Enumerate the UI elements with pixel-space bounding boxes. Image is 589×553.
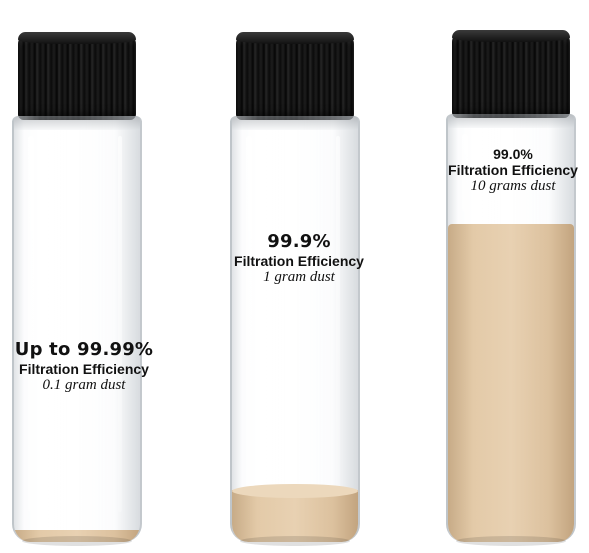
efficiency-label: Filtration Efficiency — [234, 252, 364, 269]
black-screw-cap — [452, 30, 570, 118]
vial-1-label: Up to 99.99% Filtration Efficiency 0.1 g… — [0, 339, 168, 394]
glass-vial-body — [230, 116, 360, 542]
dust-sample — [14, 530, 140, 542]
dust-amount: 1 gram dust — [263, 268, 335, 285]
vial-2-label: 99.9% Filtration Efficiency 1 gram dust — [224, 231, 374, 286]
dust-amount: 0.1 gram dust — [42, 376, 126, 393]
efficiency-value: 99.0% — [493, 146, 533, 162]
dust-sample — [448, 224, 574, 542]
glass-vial-body — [12, 116, 142, 542]
glass-vial-body — [446, 114, 576, 542]
vial-high-dust — [446, 30, 576, 546]
black-screw-cap — [18, 32, 136, 120]
efficiency-value: 99.9% — [267, 231, 331, 252]
dust-amount: 10 grams dust — [470, 178, 556, 195]
vial-medium-dust — [230, 32, 360, 546]
vial-3-label: 99.0% Filtration Efficiency 10 grams dus… — [440, 146, 586, 195]
black-screw-cap — [236, 32, 354, 120]
efficiency-label: Filtration Efficiency — [19, 360, 149, 377]
vial-low-dust — [12, 32, 142, 546]
efficiency-label: Filtration Efficiency — [448, 162, 578, 179]
dust-sample — [232, 484, 358, 542]
efficiency-value: Up to 99.99% — [14, 339, 154, 360]
